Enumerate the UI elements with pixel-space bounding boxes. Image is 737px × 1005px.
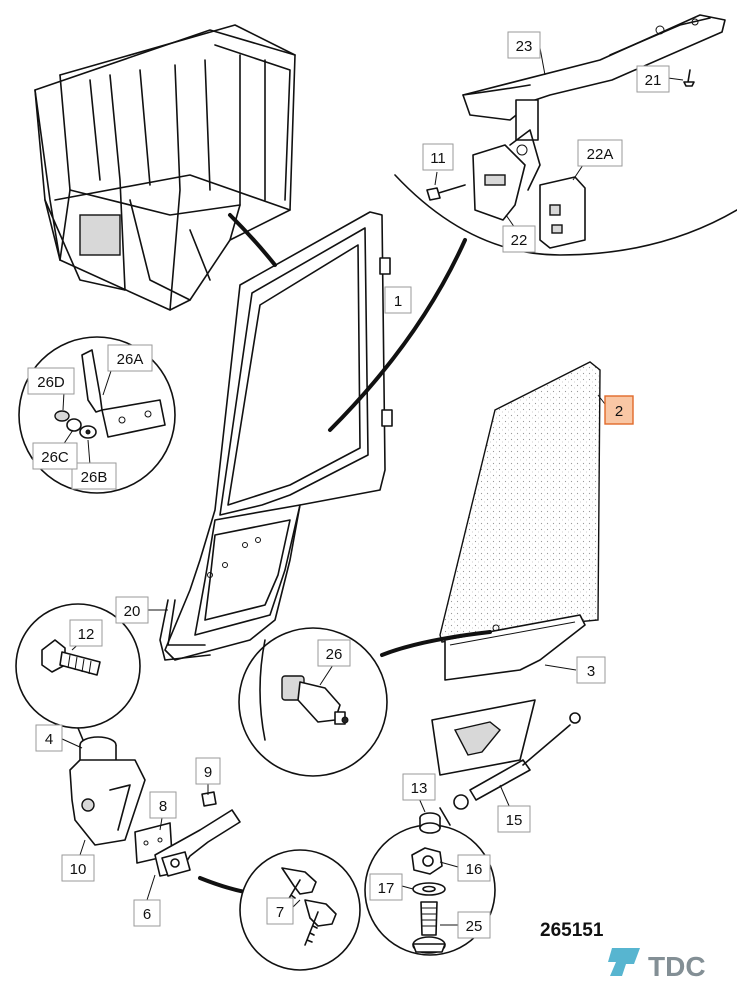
cab-frame-illustration bbox=[34, 24, 296, 311]
callout-2[interactable]: 2 bbox=[604, 395, 634, 425]
door-glass-illustration bbox=[439, 361, 601, 643]
callout-leaders bbox=[59, 47, 684, 926]
callout-label: 3 bbox=[587, 663, 595, 680]
callout-26D[interactable]: 26D bbox=[27, 367, 75, 395]
door-frame-illustration bbox=[159, 211, 393, 661]
callout-10[interactable]: 10 bbox=[61, 854, 95, 882]
callout-11[interactable]: 11 bbox=[422, 143, 454, 171]
drawing-number: 265151 bbox=[540, 920, 604, 941]
callout-label: 12 bbox=[78, 626, 95, 643]
callout-label: 8 bbox=[159, 798, 167, 815]
callout-label: 15 bbox=[506, 812, 523, 829]
callout-22[interactable]: 22 bbox=[502, 225, 536, 253]
callout-15[interactable]: 15 bbox=[497, 805, 531, 833]
tdc-watermark: TDC bbox=[608, 948, 706, 982]
callout-label: 25 bbox=[466, 918, 483, 935]
callout-6[interactable]: 6 bbox=[133, 899, 161, 927]
callout-label: 13 bbox=[411, 780, 428, 797]
hinge-bracket-illustration bbox=[69, 736, 146, 846]
callout-label: 26D bbox=[37, 374, 65, 391]
keys-detail-view bbox=[239, 849, 361, 971]
callout-17[interactable]: 17 bbox=[369, 873, 403, 901]
callout-label: 11 bbox=[430, 150, 446, 167]
callout-label: 9 bbox=[204, 764, 212, 781]
callout-label: 1 bbox=[394, 293, 402, 310]
callout-label: 22 bbox=[511, 232, 528, 249]
callout-26A[interactable]: 26A bbox=[107, 344, 153, 372]
callout-26B[interactable]: 26B bbox=[71, 462, 117, 490]
callout-21[interactable]: 21 bbox=[636, 65, 670, 93]
gas-strut-illustration bbox=[453, 712, 581, 810]
callout-1[interactable]: 1 bbox=[384, 286, 412, 314]
handle-to-key-leader bbox=[198, 876, 247, 894]
callout-label: 16 bbox=[466, 861, 483, 878]
callout-label: 6 bbox=[143, 906, 151, 923]
callout-26C[interactable]: 26C bbox=[32, 442, 78, 470]
hinge-to-door-leader bbox=[328, 238, 467, 432]
callout-25[interactable]: 25 bbox=[457, 911, 491, 939]
grommet-leader bbox=[439, 807, 451, 826]
tdc-logo-icon bbox=[608, 948, 640, 976]
callout-label: 2 bbox=[615, 403, 623, 420]
callout-26[interactable]: 26 bbox=[317, 639, 351, 667]
watermark-text: TDC bbox=[648, 951, 706, 982]
callout-label: 26C bbox=[41, 449, 69, 466]
callout-label: 20 bbox=[124, 603, 141, 620]
callout-13[interactable]: 13 bbox=[402, 773, 436, 801]
hinge-detail-view bbox=[394, 14, 737, 256]
callout-22A[interactable]: 22A bbox=[577, 139, 623, 167]
callout-9[interactable]: 9 bbox=[195, 757, 221, 785]
callout-label: 26 bbox=[326, 646, 343, 663]
callout-7[interactable]: 7 bbox=[266, 897, 294, 925]
callout-12[interactable]: 12 bbox=[69, 619, 103, 647]
callout-16[interactable]: 16 bbox=[457, 854, 491, 882]
callout-20[interactable]: 20 bbox=[115, 596, 149, 624]
callout-3[interactable]: 3 bbox=[576, 656, 606, 684]
callout-label: 26A bbox=[117, 351, 144, 368]
door-handle-illustration bbox=[134, 791, 241, 877]
callout-8[interactable]: 8 bbox=[149, 791, 177, 819]
inner-panel-illustration bbox=[431, 699, 536, 776]
switch-leader bbox=[380, 630, 492, 657]
callout-label: 10 bbox=[70, 861, 87, 878]
callout-label: 26B bbox=[81, 469, 108, 486]
callout-label: 4 bbox=[45, 731, 53, 748]
grommet-illustration bbox=[419, 812, 441, 834]
callout-label: 23 bbox=[516, 38, 533, 55]
callouts: 1 2 3 4 6 7 8 9 10 11 12 13 15 16 17 20 … bbox=[27, 31, 670, 939]
door-switch-detail-view bbox=[238, 627, 388, 777]
callout-label: 22A bbox=[587, 146, 614, 163]
callout-label: 17 bbox=[378, 880, 395, 897]
callout-4[interactable]: 4 bbox=[35, 724, 63, 752]
hinge-bolt-detail-view bbox=[15, 603, 141, 729]
callout-label: 21 bbox=[645, 72, 662, 89]
callout-23[interactable]: 23 bbox=[507, 31, 541, 59]
lower-glass-illustration bbox=[444, 614, 586, 681]
cab-to-door-leader bbox=[228, 213, 277, 267]
callout-label: 7 bbox=[276, 904, 284, 921]
